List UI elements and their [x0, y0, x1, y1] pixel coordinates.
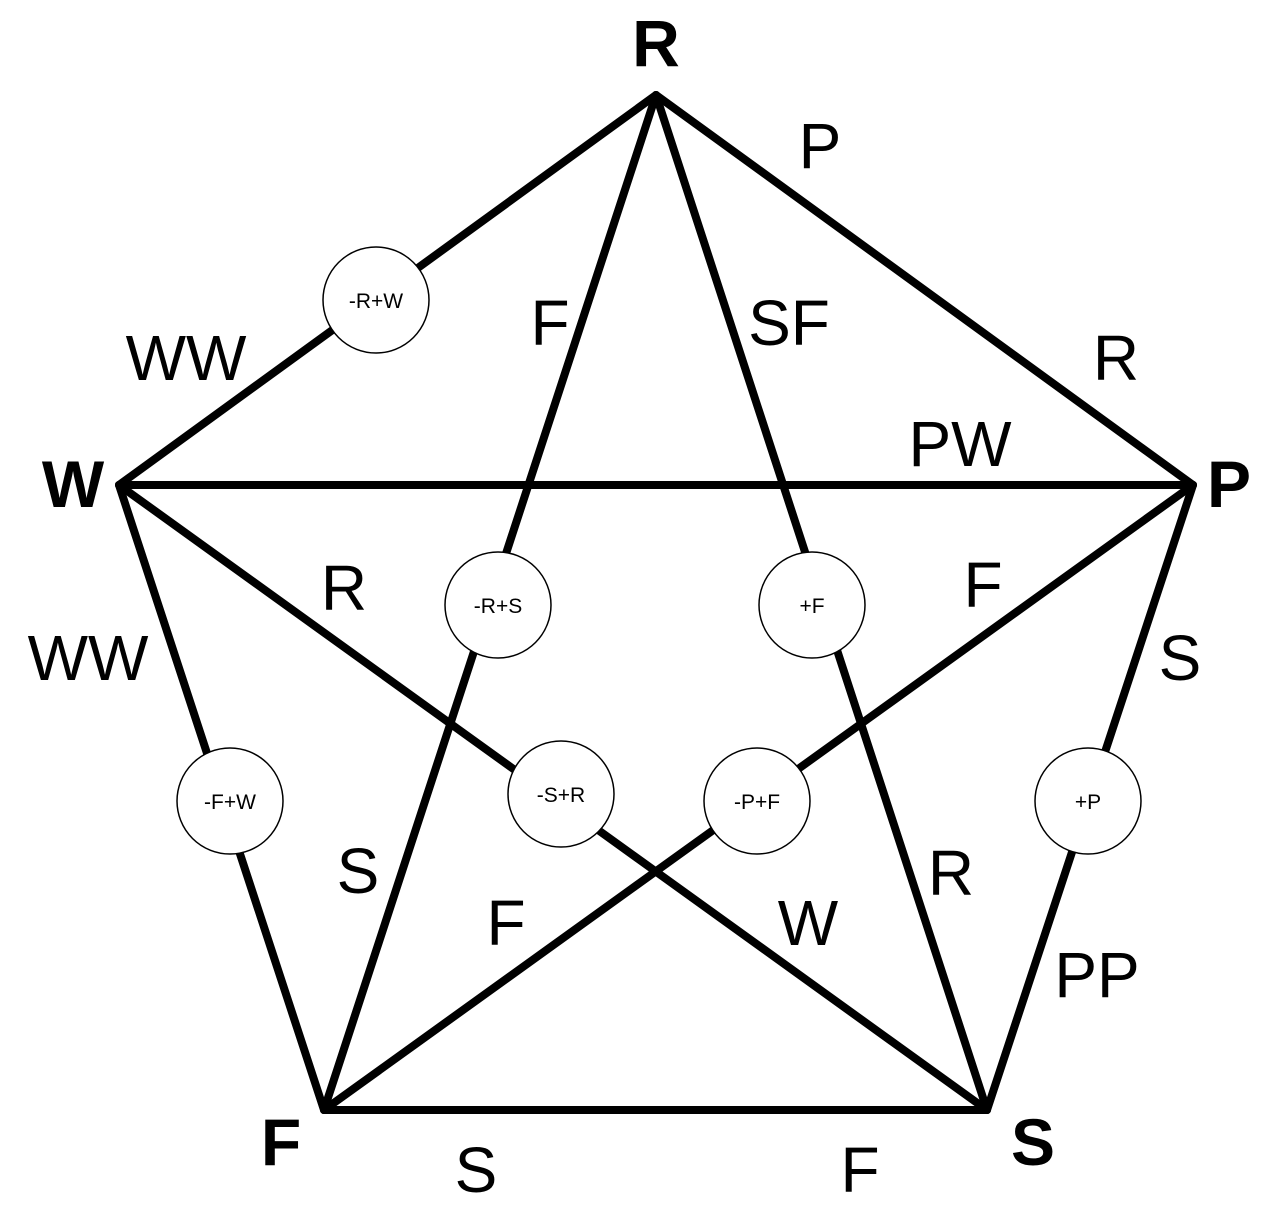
edge-label-pf-f-lower: F — [486, 887, 525, 959]
edge-label-fr-s: S — [337, 835, 380, 907]
node-wf-label: -F+W — [204, 791, 256, 814]
edge-label-ps-s: S — [1159, 622, 1202, 694]
edge-label-rp-p: P — [799, 110, 842, 182]
node-ps: +P — [1034, 747, 1142, 855]
edge-label-rp-r: R — [1093, 322, 1139, 394]
edge-label-ws-r: R — [321, 552, 367, 624]
edge-label-ps-pp: PP — [1054, 939, 1139, 1011]
edge-label-fs-s: S — [455, 1134, 498, 1206]
edge-r-p — [652, 91, 1197, 489]
node-wf: -F+W — [176, 747, 284, 855]
edge-label-wp-pw: PW — [908, 408, 1012, 480]
edge-label-rw-ww: WW — [126, 322, 247, 394]
vertex-label-r: R — [632, 6, 680, 80]
node-rf-label: -R+S — [474, 595, 522, 618]
node-pf-label: -P+F — [734, 791, 780, 814]
node-rw-label: -R+W — [349, 290, 403, 313]
vertex-label-p: P — [1207, 447, 1251, 521]
vertex-label-s: S — [1011, 1105, 1055, 1179]
edge-label-ws-w: W — [778, 887, 839, 959]
node-rw: -R+W — [322, 246, 430, 354]
node-pf: -P+F — [703, 747, 811, 855]
node-rs-label: +F — [799, 595, 824, 618]
vertex-label-w: W — [42, 447, 105, 521]
edge-label-wf-ww: WW — [28, 622, 149, 694]
node-rs: +F — [758, 551, 866, 659]
edge-label-pf-f-upper: F — [963, 549, 1002, 621]
edge-label-rf-f: F — [530, 287, 569, 359]
node-ps-label: +P — [1075, 791, 1101, 814]
node-ws-label: -S+R — [537, 784, 585, 807]
node-rf: -R+S — [444, 551, 552, 659]
edge-label-rs-sf: SF — [748, 287, 830, 359]
edge-label-sr-r: R — [928, 837, 974, 909]
edge-label-fs-f: F — [840, 1134, 879, 1206]
node-ws: -S+R — [507, 740, 615, 848]
vertex-label-f: F — [261, 1105, 301, 1179]
